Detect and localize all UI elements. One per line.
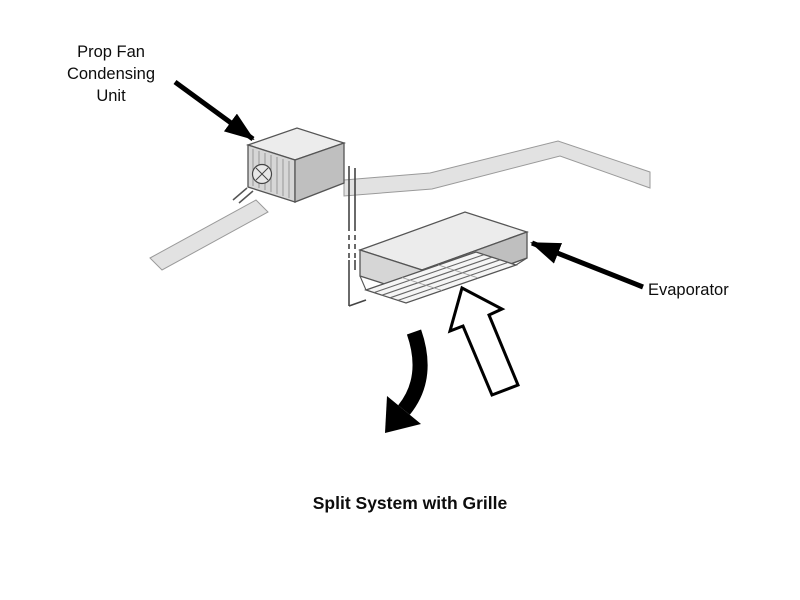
evaporator-label: Evaporator [648,281,729,299]
condenser-pipes [232,187,254,204]
diagram-caption: Split System with Grille [312,493,508,513]
roof-line [149,140,651,271]
condenser-coil-fins [252,149,290,198]
airflow-down-arrow [385,329,428,433]
condensing-unit-pointer-arrow [173,79,255,142]
condensing-unit-label: Prop Fan Condensing Unit [66,43,156,105]
evaporator-pointer-arrow [530,240,644,290]
refrigerant-lines [348,166,367,307]
grille [363,251,519,304]
prop-fan-icon [251,163,273,185]
airflow-up-arrow [447,285,520,397]
evaporator-unit [357,211,530,304]
condensing-unit [232,127,347,204]
